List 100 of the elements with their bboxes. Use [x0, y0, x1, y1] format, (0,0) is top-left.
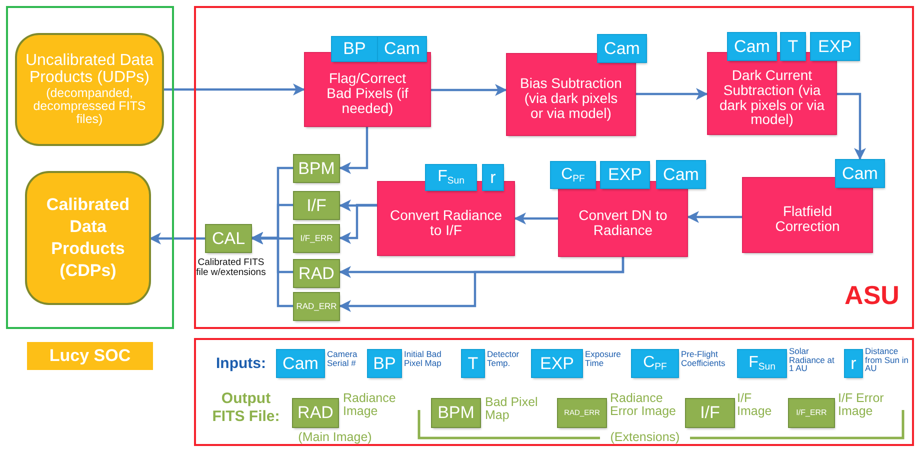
key-description: Detector Temp.: [487, 350, 520, 367]
arrow: [162, 84, 305, 96]
input-tag: [811, 33, 859, 60]
product-title: Uncalibrated Data Products (UDPs): [24, 53, 155, 87]
tag-label: Cam: [662, 166, 700, 184]
output-file-box: [293, 399, 338, 427]
process-box: [507, 54, 635, 135]
step-label: Convert Radiance to I/F: [388, 206, 504, 238]
step-label: Convert DN to Radiance: [578, 206, 668, 238]
key-description: I/F Error Image: [838, 392, 885, 417]
input-tag: [728, 33, 776, 60]
arrow: [149, 232, 206, 244]
input-tag: [378, 37, 426, 61]
step-label: Flag/Correct Bad Pixels (if needed): [326, 69, 410, 116]
tag-label: BP: [372, 354, 397, 372]
arrow: [251, 232, 294, 308]
input-tag: [598, 35, 646, 62]
tag-label: I/F_ERR: [299, 234, 334, 243]
key-description: Radiance Image: [343, 392, 397, 417]
arrow: [251, 232, 294, 244]
tag-label: I/F: [306, 196, 328, 214]
group-caption: (Main Image): [297, 431, 373, 444]
tag-label: Cam: [841, 164, 879, 182]
tag-label: BPM: [297, 160, 336, 178]
process-box: [559, 182, 687, 256]
key-description: Initial Bad Pixel Map: [404, 350, 442, 367]
tag-label: RAD_ERR: [295, 302, 338, 311]
process-box: [708, 53, 836, 134]
process-box: [378, 182, 514, 255]
input-tag: [551, 162, 595, 188]
output-file-box: [206, 225, 251, 252]
output-file-box: [789, 399, 834, 427]
key-description: Radiance Error Image: [610, 392, 677, 417]
tag-label: Cam: [733, 38, 771, 56]
key-description: Camera Serial #: [327, 350, 358, 367]
key-description: Solar Radiance at 1 AU: [789, 347, 836, 372]
output-file-box: [686, 399, 734, 427]
tag-label: C$_{PF}$: [560, 166, 586, 184]
tag-label: r: [489, 168, 497, 186]
tag-label: Cam: [383, 40, 421, 58]
data-product-box: [17, 35, 162, 144]
input-tag: [601, 162, 649, 188]
output-file-box: [558, 399, 606, 427]
arrow: [430, 84, 507, 96]
tag-label: Cam: [603, 40, 641, 58]
section-label: Output FITS File:: [211, 390, 281, 426]
step-label: Dark Current Subtraction (via dark pixels or via model): [718, 66, 826, 127]
tag-label: BPM: [436, 404, 476, 422]
tag-label: Cam: [282, 354, 320, 372]
key-description: Bad Pixel Map: [485, 396, 539, 421]
tag-label: BP: [342, 40, 367, 58]
process-box: [305, 53, 430, 126]
key-description: Distance from Sun in AU: [865, 347, 910, 372]
tag-label: EXP: [538, 354, 576, 372]
output-file-box: [294, 225, 339, 252]
tag-label: EXP: [816, 38, 854, 56]
team-badge: Lucy SOC: [27, 342, 153, 370]
input-tag: [483, 165, 503, 190]
step-label: Flatfield Correction: [774, 202, 841, 234]
panel: [6, 6, 174, 329]
data-product-box: [27, 173, 149, 303]
key-description: Pre-Flight Coefficients: [681, 350, 726, 367]
output-file-box: [294, 192, 339, 219]
product-note: (decompanded, decompressed FITS files): [32, 86, 147, 126]
input-tag: [532, 350, 582, 377]
output-file-box: [294, 293, 339, 320]
input-tag: [368, 350, 401, 377]
arrow: [635, 88, 708, 100]
tag-label: RAD: [298, 264, 336, 282]
arrow: [687, 211, 743, 223]
input-tag: [277, 350, 324, 377]
tag-label: RAD: [296, 404, 334, 422]
key-description: Exposure Time: [585, 350, 622, 367]
process-box: [743, 178, 872, 252]
arrow: [514, 212, 559, 224]
tag-label: r: [850, 354, 858, 372]
group-caption: (Extensions): [609, 431, 681, 444]
file-caption: Calibrated FITS file w/extensions: [196, 258, 266, 277]
input-tag: [738, 350, 786, 377]
tag-label: F$_{Sun}$: [748, 355, 776, 372]
tag-label: T: [466, 354, 480, 372]
input-tag: [836, 160, 884, 187]
arrow: [339, 200, 378, 212]
panel: [194, 6, 914, 329]
tag-label: I/F_ERR: [795, 408, 828, 418]
tag-label: T: [786, 38, 800, 56]
input-tag: [845, 350, 862, 377]
arrow: [339, 256, 624, 312]
output-file-box: [294, 155, 339, 182]
arrow: [339, 126, 368, 174]
output-file-box: [432, 399, 480, 427]
input-tag: [657, 161, 705, 188]
input-tag: [632, 350, 678, 377]
tag-label: F$_{Sun}$: [436, 169, 466, 186]
team-label: ASU: [844, 282, 900, 308]
step-label: Bias Subtraction (via dark pixels or via model): [519, 74, 623, 121]
arrow: [339, 204, 378, 244]
arrow: [836, 92, 866, 160]
tag-label: I/F: [699, 404, 721, 422]
key-description: I/F Image: [737, 392, 773, 417]
